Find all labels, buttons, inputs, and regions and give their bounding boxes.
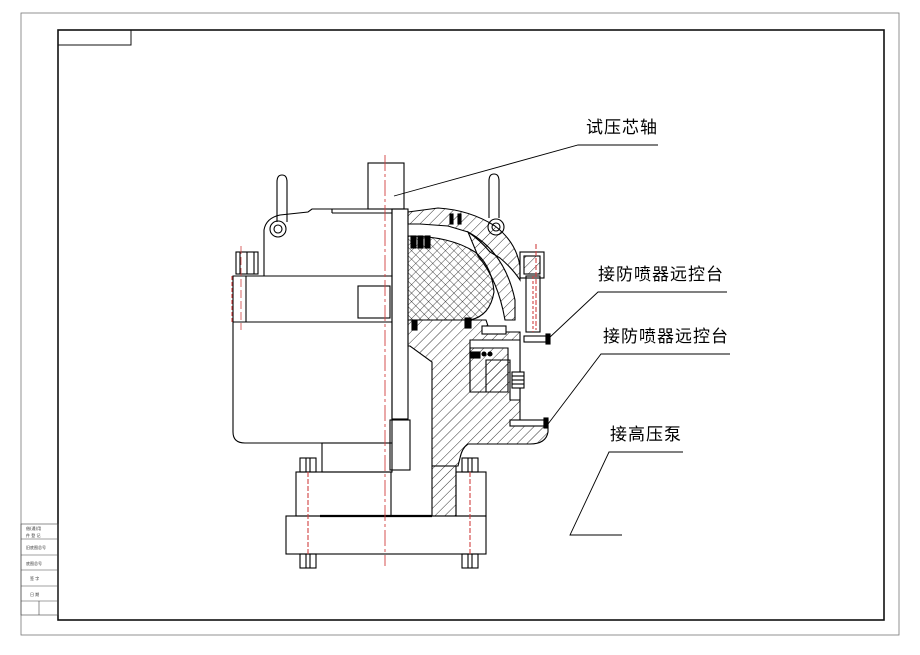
mandrel-top xyxy=(367,162,405,210)
leader-high-pressure-pump xyxy=(569,451,683,536)
label-remote-console-2: 接防喷器远控台 xyxy=(603,327,729,347)
tb-cell-3: 旧底图总号 xyxy=(26,544,46,550)
lifting-eye-left xyxy=(276,174,288,222)
inner-frame xyxy=(57,29,885,621)
tb-cell-5: 签 字 xyxy=(30,575,39,581)
base-plate xyxy=(285,515,487,555)
tb-cell-1: 借(通)用 xyxy=(26,525,41,531)
mandrel-stem xyxy=(391,208,409,420)
outer-frame xyxy=(20,12,900,636)
label-test-mandrel: 试压芯轴 xyxy=(586,118,658,138)
code-box xyxy=(57,29,132,46)
body-left xyxy=(232,275,393,444)
lifting-eye-right xyxy=(488,173,500,218)
leader-remote-console-1 xyxy=(548,291,727,339)
leader-test-mandrel xyxy=(393,144,658,197)
bop-assembly xyxy=(231,155,551,569)
tb-cell-6: 日 期 xyxy=(30,591,39,597)
label-remote-console-1: 接防喷器远控台 xyxy=(598,265,724,285)
tb-cell-4: 底图总号 xyxy=(26,560,42,566)
title-block xyxy=(20,523,59,616)
leader-remote-console-2 xyxy=(547,353,730,425)
label-high-pressure-pump: 接高压泵 xyxy=(610,425,682,445)
tb-cell-2: 件 登 记 xyxy=(26,532,41,538)
base-flange-left xyxy=(295,471,392,517)
leader-lines xyxy=(393,144,730,536)
